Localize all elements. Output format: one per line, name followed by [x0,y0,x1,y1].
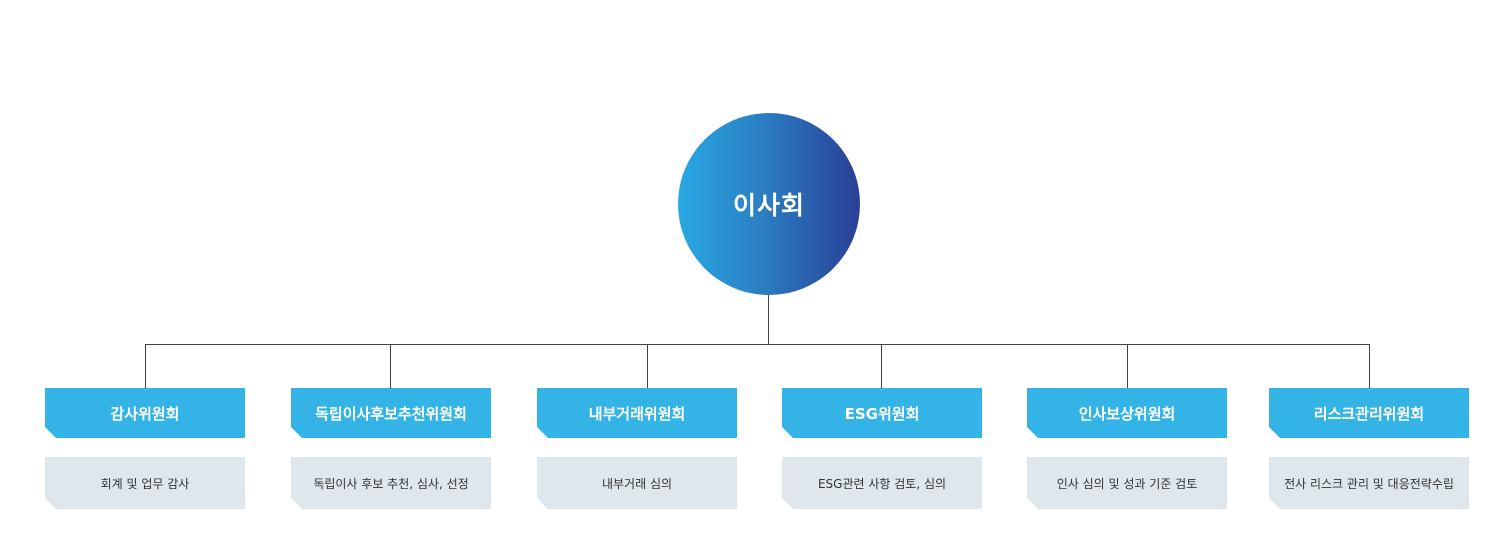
committee-desc-label: 인사 심의 및 성과 기준 검토 [1056,476,1198,491]
committee-title-independent-director: 독립이사후보추천위원회 [291,388,491,438]
committee-title-label: 리스크관리위원회 [1313,404,1425,423]
branch-line-2 [390,344,391,388]
branch-line-3 [647,344,648,388]
branch-line-1 [145,344,146,388]
committee-title-label: 인사보상위원회 [1078,404,1176,423]
committee-title-label: 내부거래위원회 [588,404,686,423]
committee-title-audit: 감사위원회 [45,388,245,438]
committee-desc-label: 독립이사 후보 추천, 심사, 선정 [313,476,469,491]
committee-desc-label: 전사 리스크 관리 및 대응전략수립 [1284,476,1454,491]
committee-desc-label: 내부거래 심의 [601,476,673,491]
committee-desc-internal-transactions: 내부거래 심의 [537,457,737,509]
root-stem-line [768,295,769,345]
committee-title-label: ESG위원회 [844,404,920,423]
board-node: 이사회 [678,113,860,295]
horizontal-connector-line [145,344,1370,345]
committee-desc-label: 회계 및 업무 감사 [100,476,190,491]
committee-title-internal-transactions: 내부거래위원회 [537,388,737,438]
branch-line-4 [881,344,882,388]
committee-desc-esg: ESG관련 사항 검토, 심의 [782,457,982,509]
committee-title-risk-management: 리스크관리위원회 [1269,388,1469,438]
committee-title-label: 감사위원회 [110,404,180,423]
committee-desc-label: ESG관련 사항 검토, 심의 [817,476,947,491]
committee-desc-audit: 회계 및 업무 감사 [45,457,245,509]
committee-title-esg: ESG위원회 [782,388,982,438]
committee-desc-risk-management: 전사 리스크 관리 및 대응전략수립 [1269,457,1469,509]
committee-title-label: 독립이사후보추천위원회 [315,404,467,423]
committee-desc-independent-director: 독립이사 후보 추천, 심사, 선정 [291,457,491,509]
branch-line-6 [1369,344,1370,388]
committee-title-hr-compensation: 인사보상위원회 [1027,388,1227,438]
committee-desc-hr-compensation: 인사 심의 및 성과 기준 검토 [1027,457,1227,509]
board-label: 이사회 [732,191,805,220]
branch-line-5 [1127,344,1128,388]
